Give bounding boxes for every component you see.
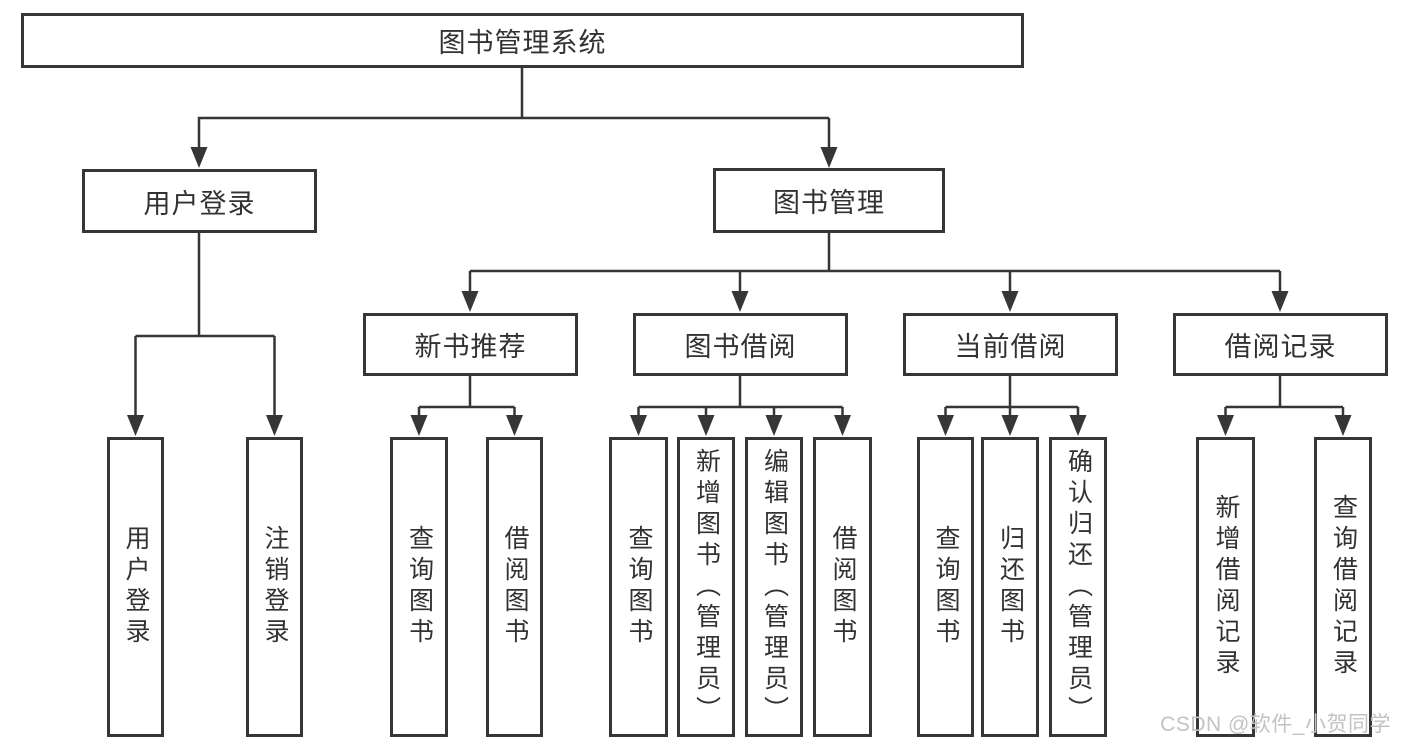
node-new-book-rec-label: 新书推荐 <box>414 332 527 362</box>
node-root: 图书管理系统 <box>21 13 1024 68</box>
node-leaf-user-login-label: 用户登录 <box>122 525 150 649</box>
node-leaf-user-login: 用户登录 <box>107 437 164 737</box>
node-book-borrow: 图书借阅 <box>633 313 848 376</box>
node-book-mgmt-branch: 图书管理 <box>713 168 945 233</box>
node-leaf-br-query: 查询借阅记录 <box>1314 437 1372 737</box>
node-leaf-cb-confirm: 确认归还（管理员） <box>1049 437 1107 737</box>
node-root-label: 图书管理系统 <box>438 28 607 58</box>
node-user-login-branch: 用户登录 <box>82 169 317 233</box>
node-leaf-bb-add: 新增图书（管理员） <box>677 437 735 737</box>
node-leaf-bb-borrow-label: 借阅图书 <box>829 525 857 649</box>
node-leaf-br-add: 新增借阅记录 <box>1196 437 1255 737</box>
node-leaf-cb-query-label: 查询图书 <box>932 525 960 649</box>
node-leaf-br-query-label: 查询借阅记录 <box>1329 494 1358 680</box>
node-leaf-bb-query: 查询图书 <box>609 437 668 737</box>
node-leaf-cb-query: 查询图书 <box>917 437 974 737</box>
node-leaf-cb-return-label: 归还图书 <box>996 525 1025 649</box>
node-leaf-nb-query: 查询图书 <box>390 437 448 737</box>
node-user-login-branch-label: 用户登录 <box>143 188 256 219</box>
node-new-book-rec: 新书推荐 <box>363 313 578 376</box>
node-leaf-logout-label: 注销登录 <box>261 525 289 649</box>
node-leaf-cb-return: 归还图书 <box>981 437 1039 737</box>
node-leaf-nb-borrow: 借阅图书 <box>486 437 543 737</box>
node-current-borrow-label: 当前借阅 <box>954 332 1067 362</box>
node-leaf-bb-edit-label: 编辑图书（管理员） <box>760 447 789 727</box>
node-leaf-bb-query-label: 查询图书 <box>625 525 653 649</box>
node-book-borrow-label: 图书借阅 <box>684 332 797 362</box>
node-current-borrow: 当前借阅 <box>903 313 1118 376</box>
node-leaf-nb-borrow-label: 借阅图书 <box>501 525 529 649</box>
node-leaf-bb-add-label: 新增图书（管理员） <box>692 447 721 727</box>
watermark: CSDN @软件_小贺同学 <box>1160 713 1391 736</box>
arrowheads <box>127 147 1352 436</box>
node-leaf-bb-edit: 编辑图书（管理员） <box>745 437 803 737</box>
node-leaf-nb-query-label: 查询图书 <box>405 525 434 649</box>
node-leaf-bb-borrow: 借阅图书 <box>813 437 872 737</box>
node-leaf-logout: 注销登录 <box>246 437 303 737</box>
node-borrow-record: 借阅记录 <box>1173 313 1388 376</box>
node-leaf-br-add-label: 新增借阅记录 <box>1212 494 1240 680</box>
node-borrow-record-label: 借阅记录 <box>1224 332 1337 362</box>
node-leaf-cb-confirm-label: 确认归还（管理员） <box>1064 447 1093 727</box>
node-book-mgmt-branch-label: 图书管理 <box>773 188 885 218</box>
